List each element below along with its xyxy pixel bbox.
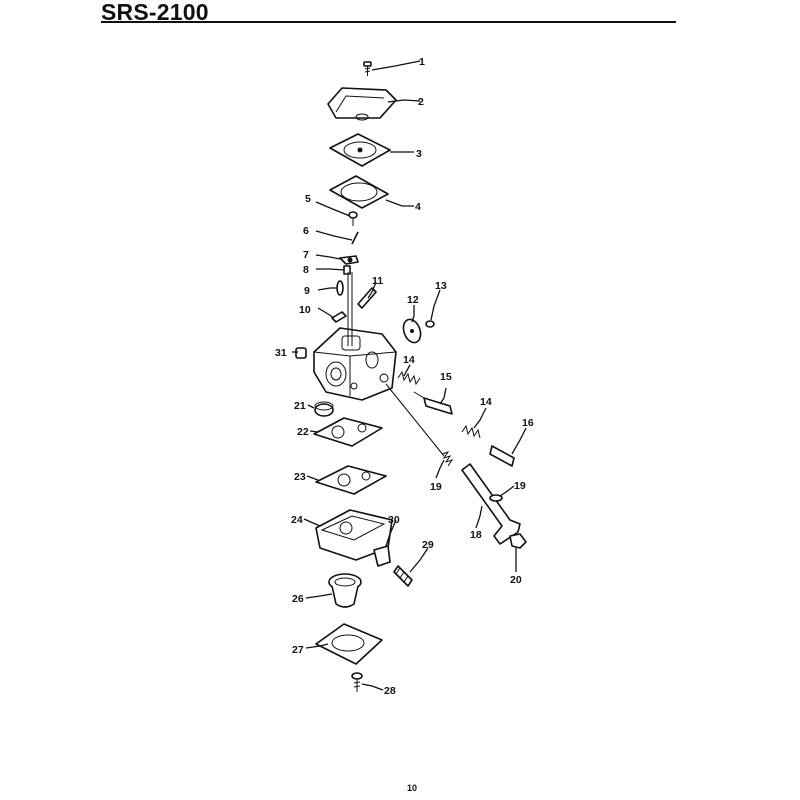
callout-19-right: 19: [514, 480, 526, 492]
callout-21: 21: [294, 400, 306, 412]
callout-22: 22: [297, 426, 309, 438]
callout-labels: 1 2 3 4 5 6 7 8 9 10 11 12 13 14 15 14 1…: [275, 56, 534, 697]
callout-12: 12: [407, 294, 419, 306]
title-rule: [101, 21, 676, 23]
part-31-plug: [295, 347, 307, 359]
callout-26: 26: [292, 593, 304, 605]
part-23-diaphragm: [315, 465, 387, 495]
part-26-cup: [328, 573, 362, 608]
part-16-needle: [489, 445, 515, 467]
part-6-pin: [351, 231, 359, 245]
callout-6: 6: [303, 225, 309, 237]
part-3-diaphragm: [329, 133, 391, 167]
callout-29: 29: [422, 539, 434, 551]
callout-16: 16: [522, 417, 534, 429]
part-19-spring: [441, 451, 454, 467]
part-20-nut: [509, 533, 527, 549]
callout-4: 4: [415, 201, 421, 213]
part-28-screw: [351, 672, 363, 692]
callout-14-lower: 14: [480, 396, 492, 408]
callout-23: 23: [294, 471, 306, 483]
part-5-screw: [348, 211, 358, 226]
callout-24: 24: [291, 514, 303, 526]
throttle-shaft: [385, 383, 445, 457]
part-4-gasket: [329, 175, 389, 209]
callout-7: 7: [303, 249, 309, 261]
part-14-spring-lower: [461, 424, 481, 439]
callout-10: 10: [299, 304, 311, 316]
part-2-cover: [327, 87, 397, 121]
part-24-cover: [315, 509, 393, 567]
leader-lines: [292, 60, 527, 691]
part-8-needle: [343, 265, 351, 275]
callout-3: 3: [416, 148, 422, 160]
part-18-lever: [461, 463, 521, 545]
callout-2: 2: [418, 96, 424, 108]
page-number: 10: [407, 783, 418, 793]
part-13-screw: [425, 320, 435, 328]
part-27-plate: [315, 623, 383, 665]
part-29-spring: [393, 565, 413, 587]
part-21-cap: [314, 401, 334, 417]
callout-13: 13: [435, 280, 447, 292]
callout-1: 1: [419, 56, 425, 68]
part-11-screen: [357, 287, 377, 309]
part-14-spring-upper: [397, 370, 421, 386]
part-10-seal: [331, 311, 347, 323]
part-19-washer: [489, 494, 503, 502]
callout-11: 11: [372, 275, 383, 287]
part-7-lever: [339, 255, 359, 265]
callout-9: 9: [304, 285, 310, 297]
callout-30: 30: [388, 514, 400, 526]
callout-20: 20: [510, 574, 522, 586]
callout-28: 28: [384, 685, 396, 697]
callout-8: 8: [303, 264, 309, 276]
callout-5: 5: [305, 193, 311, 205]
part-15-needle: [413, 391, 453, 415]
callout-15: 15: [440, 371, 452, 383]
callout-14-upper: 14: [403, 354, 415, 366]
page-title: SRS-2100: [101, 0, 209, 25]
callout-18: 18: [470, 529, 482, 541]
part-9-spring: [336, 280, 344, 296]
part-12-plate: [402, 318, 422, 344]
callout-19-left: 19: [430, 481, 442, 493]
part-1-screw: [363, 61, 372, 76]
carburetor-body: [313, 272, 397, 401]
callout-27: 27: [292, 644, 304, 656]
part-22-gasket: [313, 417, 383, 447]
callout-31: 31: [275, 347, 287, 359]
